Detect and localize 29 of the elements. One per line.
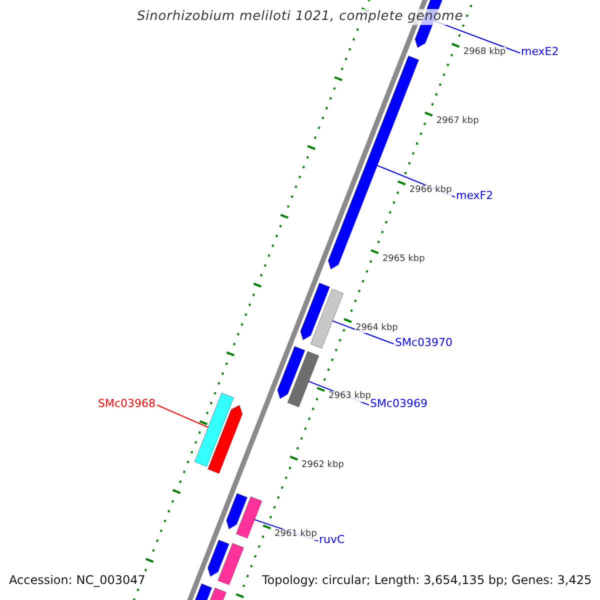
gene-block <box>310 288 344 349</box>
gene-label: ruvC <box>319 533 345 546</box>
leader-line <box>156 404 208 428</box>
scale-label: 2966 kbp <box>409 184 452 196</box>
gene-block <box>287 350 320 408</box>
gene-feature <box>300 282 330 341</box>
gene-label: SMc03969 <box>370 397 428 410</box>
scale-label: 2968 kbp <box>463 47 506 58</box>
scale-label: 2963 kbp <box>328 391 371 402</box>
gene-label: SMc03968 <box>98 397 156 410</box>
title: Sinorhizobium meliloti 1021, complete genome <box>137 9 464 25</box>
gene-feature <box>277 346 306 400</box>
scale-label: 2967 kbp <box>436 116 479 127</box>
scale-label: 2964 kbp <box>355 322 398 334</box>
gene-feature <box>207 539 230 578</box>
scale-label: 2962 kbp <box>302 460 344 471</box>
scale-label: 2961 kbp <box>274 528 317 540</box>
gene-label: SMc03970 <box>395 336 453 350</box>
gene-block <box>236 496 262 539</box>
gene-block <box>217 542 244 586</box>
gene-feature <box>226 492 248 530</box>
leader-line <box>332 320 394 345</box>
gene-label: mexE2 <box>521 45 559 58</box>
gene-block <box>194 392 234 468</box>
genome-info-text: Topology: circular; Length: 3,654,135 bp; Genes: 3,425 <box>262 573 592 588</box>
accession-text: Accession: NC_003047 <box>9 573 146 588</box>
scale-label: 2965 kbp <box>382 254 425 265</box>
gene-label: mexF2 <box>456 189 494 202</box>
gene-feature <box>207 404 243 474</box>
